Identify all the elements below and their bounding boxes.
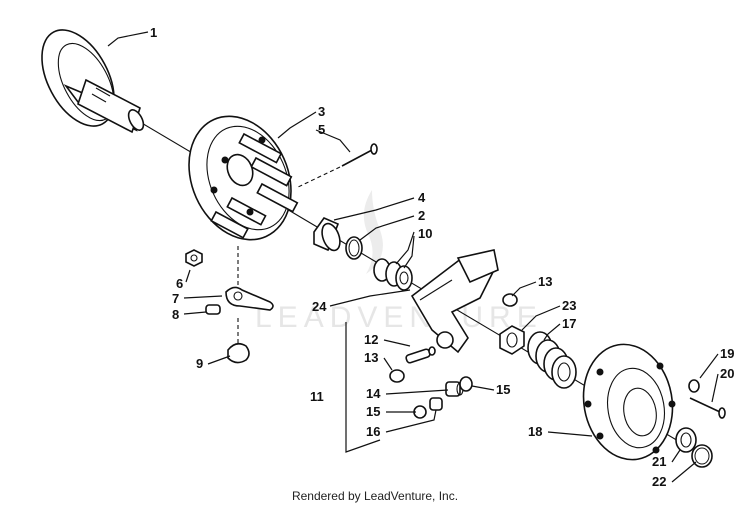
part-7-lever [225,246,274,311]
part-2-snap-ring [345,236,363,260]
part-19-washer [688,379,700,393]
callout-16: 16 [366,424,380,439]
part-12-pin [405,346,436,364]
part-5-bolt [295,143,378,189]
part-13-roller-left [389,369,405,383]
callout-labels: 1 3 5 4 2 10 6 7 8 9 24 13 23 17 12 13 1… [150,25,734,489]
callout-13-right: 13 [538,274,552,289]
callout-15-right: 15 [496,382,510,397]
part-18-cover [582,343,676,461]
callout-15-left: 15 [366,404,380,419]
callout-22: 22 [652,474,666,489]
part-17-spring [527,331,577,389]
callout-13-left: 13 [364,350,378,365]
part-8-pin [205,304,221,315]
part-16-spacer [429,397,443,411]
callout-18: 18 [528,424,542,439]
render-credit: Rendered by LeadVenture, Inc. [291,489,459,503]
part-6-nut [185,249,203,267]
callout-11: 11 [310,389,324,404]
part-21-bushing [675,427,697,453]
part-23-nut [499,325,525,355]
callout-10: 10 [418,226,432,241]
callout-6: 6 [176,276,183,291]
callout-3: 3 [318,104,325,119]
part-9-clip [227,318,250,364]
watermark-text: LEADVENTURE [255,301,543,334]
callout-7: 7 [172,291,179,306]
callout-8: 8 [172,307,179,322]
callout-17: 17 [562,316,576,331]
callout-5: 5 [318,122,325,137]
part-3-movable-sheave [188,115,299,241]
callout-2: 2 [418,208,425,223]
watermark: LEADVENTURE [255,190,543,334]
callout-20: 20 [720,366,734,381]
callout-1: 1 [150,25,157,40]
callout-12: 12 [364,332,378,347]
part-14-bushing [445,381,464,397]
callout-19: 19 [720,346,734,361]
leader-lines [107,31,719,483]
callout-21: 21 [652,454,666,469]
bracket-11 [345,322,381,453]
part-20-screw [689,397,726,419]
callout-23: 23 [562,298,576,313]
callout-9: 9 [196,356,203,371]
part-13-roller-right [502,293,518,307]
callout-4: 4 [418,190,426,205]
part-4-bushing [313,217,341,252]
callout-24: 24 [312,299,327,314]
part-22-snap-ring [691,444,713,468]
part-1-fixed-sheave [41,29,145,134]
callout-14: 14 [366,386,381,401]
part-24-cam-arm [410,249,499,354]
part-10-washers [373,258,413,291]
part-15-washer-right [459,376,473,392]
